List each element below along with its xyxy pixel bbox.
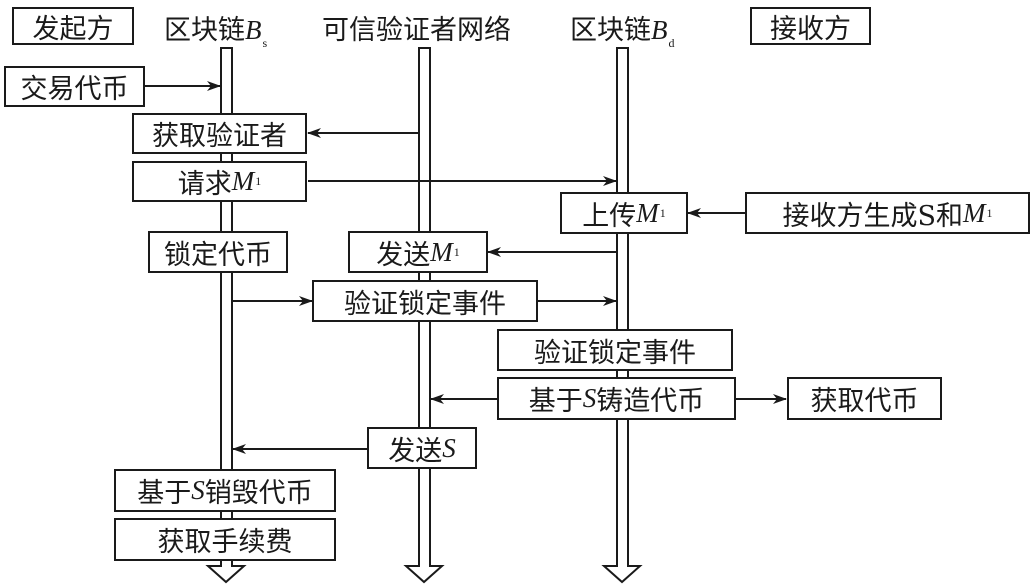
participant-validator-network: 可信验证者网络	[322, 15, 511, 46]
participant-chain-dest: 区块链Bd	[570, 15, 675, 50]
step-get-validators: 获取验证者	[132, 113, 307, 154]
participant-initiator-label: 发起方	[32, 13, 114, 45]
step-trade-token: 交易代币	[4, 66, 145, 107]
step-verify-lock-event-dest: 验证锁定事件	[497, 329, 733, 371]
step-lock-token: 锁定代币	[148, 231, 288, 273]
lifeline-chain-dest	[601, 47, 643, 584]
participant-receiver-label: 接收方	[770, 13, 851, 45]
step-get-fee: 获取手续费	[114, 518, 336, 561]
step-get-token: 获取代币	[787, 377, 942, 420]
participant-chain-source: 区块链Bs	[164, 15, 268, 50]
participant-receiver: 接收方	[750, 7, 871, 45]
step-verify-lock-event-network: 验证锁定事件	[312, 280, 538, 322]
participant-initiator: 发起方	[12, 7, 134, 45]
